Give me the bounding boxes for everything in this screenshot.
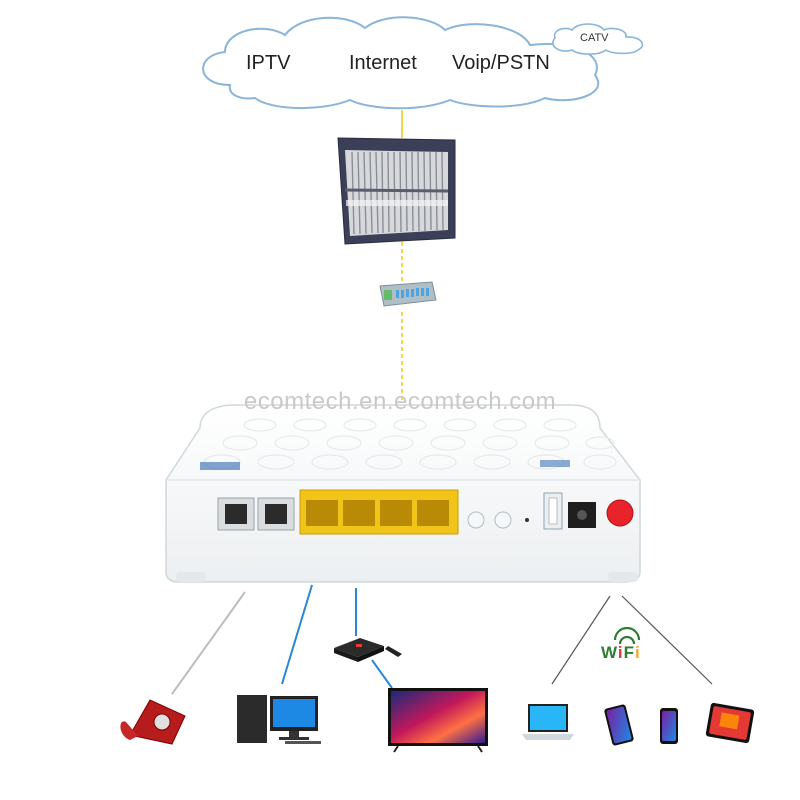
- power-button: [606, 499, 634, 527]
- wifi-letter: W: [601, 643, 618, 662]
- wifi-letter: i: [635, 643, 641, 662]
- phone-line: [171, 591, 246, 695]
- brand-logo-icon: [200, 462, 240, 470]
- smartphone-icon: [604, 704, 634, 746]
- brand-logo-icon: [540, 460, 570, 467]
- onu-router-icon: [165, 404, 641, 583]
- wlan-button: [467, 511, 485, 529]
- wifi-letter: i: [617, 643, 624, 662]
- desktop-pc-icon: [237, 695, 321, 744]
- wifi-letter: F: [623, 643, 636, 662]
- olt-chassis-icon: [337, 137, 456, 245]
- cloud-service-catv: CATV: [580, 32, 609, 44]
- telephone-icon: [120, 699, 186, 745]
- reset-hole: [525, 518, 529, 522]
- cloud-service-voip: Voip/PSTN: [452, 52, 550, 74]
- phone-port: [257, 497, 295, 531]
- lan-port: [417, 500, 449, 526]
- smartphone-icon: [660, 708, 678, 744]
- television-icon: [388, 688, 488, 753]
- phone-port: [217, 497, 255, 531]
- cloud-service-iptv: IPTV: [246, 52, 291, 74]
- wifi-signal-icon: [613, 626, 641, 645]
- lan-port: [380, 500, 412, 526]
- lan-line: [371, 659, 393, 689]
- laptop-icon: [522, 704, 574, 740]
- set-top-box-icon: [334, 638, 402, 662]
- tablet-icon: [705, 702, 755, 744]
- cloud-service-internet: Internet: [349, 52, 417, 74]
- wifi-line: [551, 595, 713, 685]
- lan-line: [281, 584, 313, 685]
- wifi-label: WiFi: [601, 643, 641, 663]
- cloud-icon: [202, 16, 644, 110]
- watermark: ecomtech.en.ecomtech.com: [243, 388, 557, 415]
- wps-button: [494, 511, 512, 529]
- lan-port: [306, 500, 338, 526]
- plc-splitter-icon: [379, 281, 437, 307]
- lan-port: [343, 500, 375, 526]
